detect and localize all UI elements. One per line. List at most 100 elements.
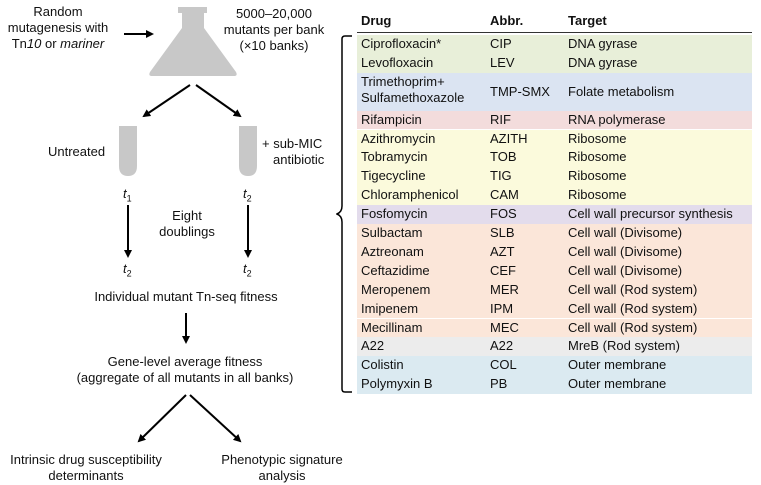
- cell-drug: Meropenem: [361, 281, 431, 297]
- cell-target: MreB (Rod system): [568, 338, 680, 354]
- arrow-to-intrinsic: [137, 394, 187, 443]
- average-line-1: Gene-level average fitness: [107, 354, 263, 369]
- arrow-to-signature: [189, 394, 242, 443]
- cell-drug: Fosfomycin: [361, 206, 428, 222]
- cell-abbr: CEF: [490, 262, 516, 278]
- t2-top-label: t2: [243, 186, 252, 207]
- cell-target: Cell wall (Divisome): [568, 262, 683, 278]
- t1-letter: t: [123, 186, 127, 201]
- t2-left-sub: 2: [126, 268, 132, 279]
- cell-target: DNA gyrase: [568, 54, 638, 70]
- arrow-to-treated: [195, 84, 242, 118]
- table-row: Fosfomycin FOS Cell wall precursor synthes…: [357, 205, 752, 224]
- table-row: Azithromycin AZITH Ribosome: [357, 129, 752, 149]
- cell-abbr: FOS: [490, 206, 517, 222]
- antibiotic-label: + sub-MIC antibiotic: [262, 136, 324, 168]
- t2-right-letter: t: [243, 261, 247, 276]
- cell-drug: Chloramphenicol: [361, 187, 459, 203]
- header-rule: [357, 32, 752, 33]
- untreated-label: Untreated: [48, 144, 106, 159]
- cell-target: Folate metabolism: [568, 83, 675, 99]
- arrow-to-untreated: [142, 84, 191, 118]
- cell-drug: Tobramycin: [361, 149, 428, 165]
- cell-target: Cell wall precursor synthesis: [568, 206, 733, 222]
- cell-target: Ribosome: [568, 130, 627, 146]
- cell-abbr: TOB: [490, 149, 517, 165]
- cell-abbr: IPM: [490, 300, 514, 316]
- mutants-line-3: (×10 banks): [239, 38, 309, 53]
- cell-abbr: RIF: [490, 111, 511, 127]
- t1-sub: 1: [126, 193, 132, 204]
- cell-drug: Sulbactam: [361, 225, 423, 240]
- cell-abbr: SLB: [490, 225, 515, 240]
- signature-line-2: analysis: [258, 468, 306, 483]
- mutagenesis-line-3: Tn10 or mariner: [11, 36, 105, 51]
- cell-abbr: MEC: [490, 319, 519, 335]
- cell-abbr: PB: [490, 376, 508, 392]
- table-row: Imipenem IPM Cell wall (Rod system): [357, 299, 752, 319]
- cell-drug: Mecillinam: [361, 319, 423, 335]
- cell-drug: Ciprofloxacin*: [361, 36, 442, 51]
- cell-drug: Rifampicin: [361, 111, 422, 127]
- cell-abbr: TMP-SMX: [490, 83, 550, 99]
- untreated-tube-icon: [119, 126, 137, 176]
- cell-target: Cell wall (Rod system): [568, 300, 698, 316]
- cell-drug: Trimethoprim+Sulfamethoxazole: [361, 74, 464, 106]
- signature-label: Phenotypic signature analysis: [212, 452, 352, 484]
- cell-target: Cell wall (Divisome): [568, 243, 683, 259]
- cell-target: Ribosome: [568, 149, 627, 165]
- table-row: Rifampicin RIF RNA polymerase: [357, 110, 752, 130]
- cell-target: Outer membrane: [568, 357, 667, 373]
- cell-abbr: CAM: [490, 187, 519, 203]
- cell-abbr: AZITH: [490, 130, 528, 146]
- cell-drug: Tigecycline: [361, 168, 426, 184]
- cell-abbr: CIP: [490, 36, 512, 51]
- t2-top-letter: t: [243, 186, 247, 201]
- cell-drug: Imipenem: [361, 300, 419, 316]
- cell-abbr: MER: [490, 281, 519, 297]
- doublings-line-1: Eight: [172, 208, 202, 223]
- cell-target: Ribosome: [568, 168, 627, 184]
- doublings-line-2: doublings: [159, 224, 215, 239]
- treated-tube-icon: [239, 126, 257, 176]
- table-row: Levofloxacin LEV DNA gyrase: [357, 53, 752, 73]
- t2-top-sub: 2: [246, 193, 252, 204]
- mutants-line-1: 5000–20,000: [236, 6, 312, 21]
- cell-drug-line: Trimethoprim+: [361, 73, 445, 89]
- table-header: Drug Abbr. Target: [357, 13, 752, 33]
- cell-target: Cell wall (Rod system): [568, 319, 698, 335]
- cell-drug: Levofloxacin: [361, 54, 434, 70]
- cell-drug: Polymyxin B: [361, 376, 433, 392]
- table-row: Mecillinam MEC Cell wall (Rod system): [357, 318, 752, 338]
- intrinsic-line-2: determinants: [48, 468, 124, 483]
- t2-right-sub: 2: [246, 268, 252, 279]
- cell-abbr: AZT: [490, 243, 515, 259]
- flow-diagram: [119, 7, 257, 443]
- table-row: Tigecycline TIG Ribosome: [357, 167, 752, 187]
- table-row: Sulbactam SLB Cell wall (Divisome): [357, 224, 752, 243]
- mutagenesis-label: Random mutagenesis with Tn10 or mariner: [3, 4, 113, 52]
- cell-drug: Azithromycin: [361, 130, 436, 146]
- cell-abbr: LEV: [490, 54, 515, 70]
- cell-target: Outer membrane: [568, 376, 667, 392]
- t2-right-label: t2: [243, 261, 252, 282]
- intrinsic-label: Intrinsic drug susceptibility determinan…: [0, 452, 172, 484]
- table-row: Tobramycin TOB Ribosome: [357, 148, 752, 168]
- table-row: Trimethoprim+Sulfamethoxazole TMP-SMX Fola…: [357, 72, 752, 111]
- flask-icon: [149, 7, 237, 76]
- t2-left-label: t2: [123, 261, 132, 282]
- cell-abbr: TIG: [490, 168, 512, 184]
- table-row: Ceftazidime CEF Cell wall (Divisome): [357, 261, 752, 281]
- antibiotic-line-1: + sub-MIC: [262, 136, 323, 151]
- fitness-label: Individual mutant Tn-seq fitness: [94, 289, 278, 304]
- cell-target: RNA polymerase: [568, 111, 666, 127]
- mutagenesis-line-2: mutagenesis with: [7, 20, 109, 35]
- cell-target: Cell wall (Divisome): [568, 225, 683, 240]
- cell-drug: Ceftazidime: [361, 262, 430, 278]
